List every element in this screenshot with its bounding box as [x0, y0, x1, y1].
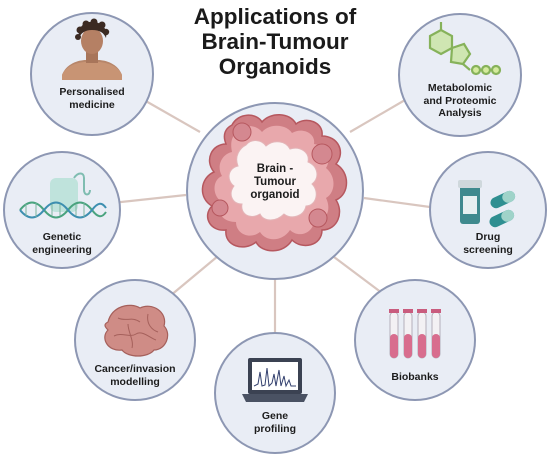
- connector-metabolomic: [349, 99, 406, 133]
- connector-biobanks: [329, 253, 387, 297]
- organoid-bud-3: [308, 208, 328, 228]
- center-node-label: Brain - Tumour organoid: [242, 163, 308, 202]
- molecule-structure-icon: [428, 22, 502, 76]
- test-tubes-icon: [389, 309, 441, 359]
- title-line-2: Brain-Tumour: [201, 29, 349, 54]
- node-label-drug: Drug screening: [448, 231, 528, 256]
- laptop-chromatogram-icon: [242, 358, 308, 402]
- node-label-cancer: Cancer/invasion modelling: [85, 363, 185, 388]
- organoid-lumen: [228, 140, 318, 221]
- biobanks-line-1: Biobanks: [391, 371, 439, 383]
- connector-drug: [363, 196, 431, 209]
- tumour-mass-icon: [104, 304, 169, 357]
- drug-line-1: Drug: [475, 231, 501, 243]
- center-label-line-1: Brain -: [256, 163, 294, 175]
- drug-line-2: screening: [463, 243, 513, 256]
- metabolomic-line-2: and Proteomic: [423, 94, 497, 107]
- person-portrait-icon: [62, 18, 122, 80]
- metabolomic-line-3: Analysis: [438, 107, 482, 119]
- node-label-genetic: Genetic engineering: [17, 231, 107, 256]
- metabolomic-line-1: Metabolomic: [427, 82, 493, 94]
- center-label-line-2: Tumour: [254, 176, 296, 188]
- gene-line-1: Gene: [261, 410, 289, 422]
- node-label-personalised: Personalised medicine: [47, 86, 137, 111]
- node-label-biobanks: Biobanks: [375, 371, 455, 384]
- node-circle-biobanks: [354, 279, 476, 401]
- diagram-title: Applications of Brain-Tumour Organoids: [150, 4, 400, 79]
- organoid-bud-4: [211, 199, 229, 217]
- node-label-gene: Gene profiling: [235, 410, 315, 435]
- personalised-line-2: medicine: [69, 98, 115, 111]
- organoid-bud-2: [311, 143, 333, 165]
- title-line-1: Applications of: [193, 4, 357, 29]
- node-label-metabolomic: Metabolomic and Proteomic Analysis: [412, 82, 508, 120]
- genetic-line-2: engineering: [32, 243, 92, 256]
- organoid-bud-1: [232, 122, 252, 142]
- personalised-line-1: Personalised: [59, 86, 125, 98]
- center-label-line-3: organoid: [250, 189, 300, 201]
- pill-bottle-icon: [458, 180, 516, 228]
- cancer-line-1: Cancer/invasion: [94, 363, 176, 375]
- dna-editing-icon: [19, 172, 107, 219]
- connector-cancer: [169, 255, 219, 297]
- genetic-line-1: Genetic: [42, 231, 82, 243]
- gene-line-2: profiling: [254, 422, 296, 435]
- title-line-3: Organoids: [218, 54, 332, 79]
- connector-personalised: [143, 99, 201, 133]
- organoid-graphic: [201, 114, 348, 252]
- cancer-line-2: modelling: [110, 375, 160, 388]
